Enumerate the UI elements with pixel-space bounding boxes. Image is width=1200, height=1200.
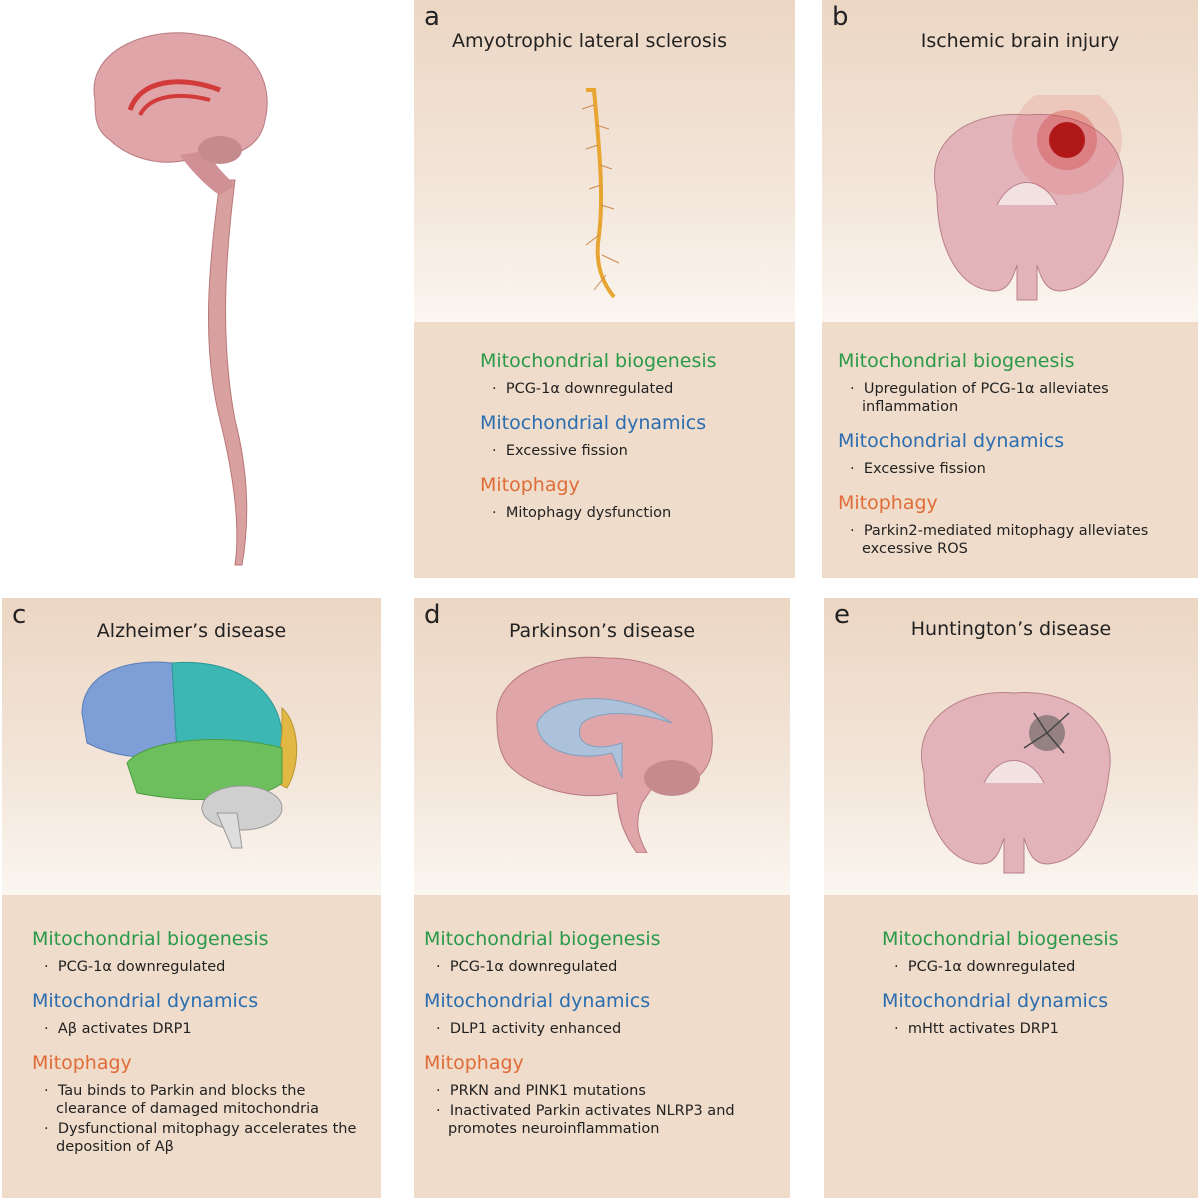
panel-letter: d xyxy=(424,600,441,630)
section-heading-biogenesis: Mitochondrial biogenesis xyxy=(838,350,1075,372)
bullet-item: PCG-1α downregulated xyxy=(32,958,377,976)
panel-letter: e xyxy=(834,600,850,630)
section-heading-mitophagy: Mitophagy xyxy=(480,474,580,496)
bullet-item: PRKN and PINK1 mutations xyxy=(424,1082,790,1100)
bullet-item: Inactivated Parkin activates NLRP3 and p… xyxy=(424,1102,790,1138)
panel-title: Huntington’s disease xyxy=(910,618,1112,640)
mechanism-sections: Mitochondrial biogenesisUpregulation of … xyxy=(838,350,1198,564)
panel-title: Ischemic brain injury xyxy=(920,30,1120,52)
mechanism-sections: Mitochondrial biogenesisPCG-1α downregul… xyxy=(32,928,377,1162)
bullet-item: DLP1 activity enhanced xyxy=(424,1020,790,1038)
section-heading-biogenesis: Mitochondrial biogenesis xyxy=(882,928,1119,950)
panel-a: a Amyotrophic lateral sclerosis Mitochon… xyxy=(414,0,795,578)
mechanism-sections: Mitochondrial biogenesisPCG-1α downregul… xyxy=(424,928,790,1144)
mechanism-sections: Mitochondrial biogenesisPCG-1α downregul… xyxy=(480,350,790,528)
lateral-brain-lobes-illustration xyxy=(81,661,298,849)
section-heading-biogenesis: Mitochondrial biogenesis xyxy=(480,350,717,372)
coronal-brain-striatum-illustration xyxy=(921,691,1111,874)
brain-spinal-cord-illustration xyxy=(93,32,268,566)
section-heading-mitophagy: Mitophagy xyxy=(32,1052,132,1074)
section-heading-mitophagy: Mitophagy xyxy=(838,492,938,514)
bullet-item: Excessive fission xyxy=(838,460,1198,478)
bullet-item: PCG-1α downregulated xyxy=(424,958,790,976)
section-heading-biogenesis: Mitochondrial biogenesis xyxy=(424,928,661,950)
panel-c: c Alzheimer’s disease Mitochondrial biog… xyxy=(2,598,381,1198)
lateral-brain-ventricles-illustration xyxy=(496,656,713,853)
motor-neuron-illustration xyxy=(581,88,620,299)
section-heading-dynamics: Mitochondrial dynamics xyxy=(882,990,1109,1012)
panel-letter: c xyxy=(12,600,27,630)
panel-title: Parkinson’s disease xyxy=(508,620,696,642)
bullet-item: Tau binds to Parkin and blocks the clear… xyxy=(32,1082,377,1118)
section-heading-dynamics: Mitochondrial dynamics xyxy=(838,430,1065,452)
section-heading-biogenesis: Mitochondrial biogenesis xyxy=(32,928,269,950)
section-heading-mitophagy: Mitophagy xyxy=(424,1052,524,1074)
panel-title: Amyotrophic lateral sclerosis xyxy=(452,30,727,52)
bullet-item: PCG-1α downregulated xyxy=(480,380,790,398)
mechanism-sections: Mitochondrial biogenesisPCG-1α downregul… xyxy=(882,928,1198,1044)
section-heading-dynamics: Mitochondrial dynamics xyxy=(424,990,651,1012)
bullet-item: Parkin2-mediated mitophagy alleviates ex… xyxy=(838,522,1198,558)
panel-title: Alzheimer’s disease xyxy=(96,620,287,642)
bullet-item: Excessive fission xyxy=(480,442,790,460)
panel-b: b Ischemic brain injury Mitochondrial bi… xyxy=(822,0,1198,578)
bullet-item: Mitophagy dysfunction xyxy=(480,504,790,522)
bullet-item: Aβ activates DRP1 xyxy=(32,1020,377,1038)
panel-letter: b xyxy=(832,2,849,32)
bullet-item: mHtt activates DRP1 xyxy=(882,1020,1198,1038)
bullet-item: PCG-1α downregulated xyxy=(882,958,1198,976)
section-heading-dynamics: Mitochondrial dynamics xyxy=(32,990,259,1012)
panel-e: e Huntington’s disease Mitochondrial bio… xyxy=(824,598,1198,1198)
coronal-brain-ischemia-illustration xyxy=(934,95,1124,301)
bullet-item: Dysfunctional mitophagy accelerates the … xyxy=(32,1120,377,1156)
section-heading-dynamics: Mitochondrial dynamics xyxy=(480,412,707,434)
panel-d: d Parkinson’s disease Mitochondrial biog… xyxy=(414,598,790,1198)
panel-letter: a xyxy=(424,2,440,32)
bullet-item: Upregulation of PCG-1α alleviates inflam… xyxy=(838,380,1198,416)
